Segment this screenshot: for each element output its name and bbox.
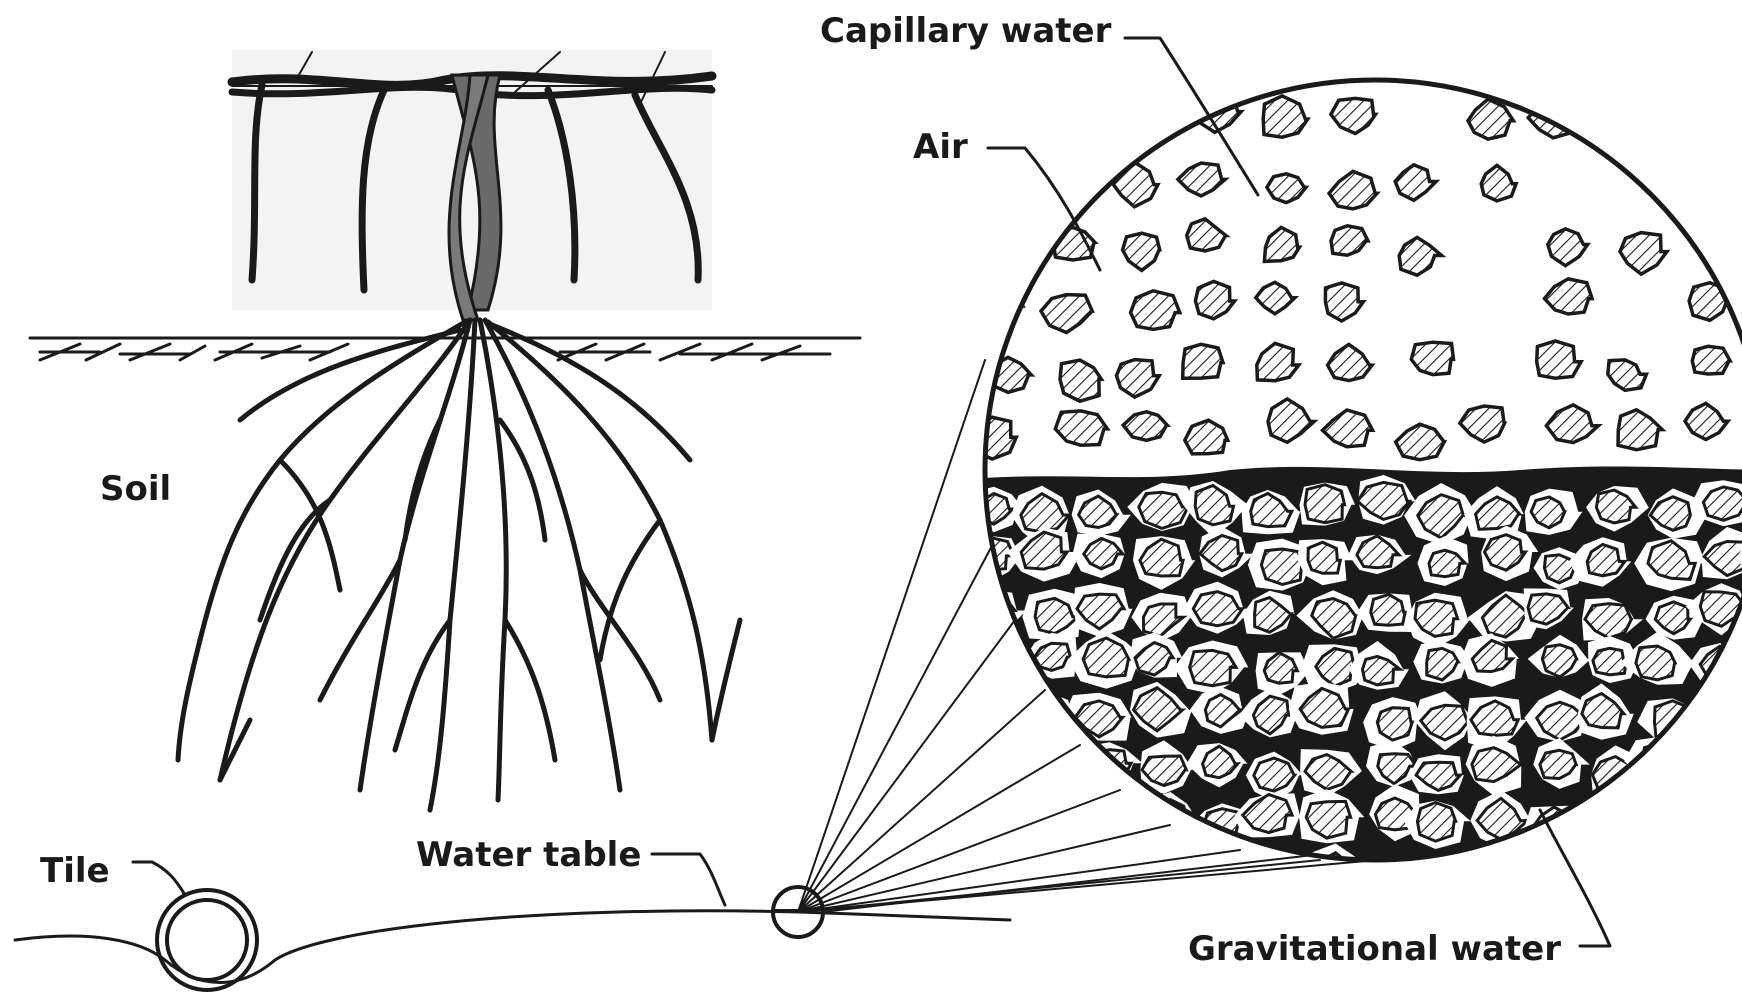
water-table-line bbox=[15, 911, 1010, 983]
water-film bbox=[965, 646, 1025, 697]
water-film bbox=[1701, 744, 1742, 797]
soil-particle bbox=[986, 173, 1029, 211]
label-water-table: Water table bbox=[416, 835, 641, 875]
soil-particle bbox=[1411, 342, 1453, 374]
soil-particle bbox=[1697, 690, 1739, 724]
water-film bbox=[1692, 686, 1742, 731]
soil-particle bbox=[1708, 753, 1742, 789]
soil-particle bbox=[1131, 291, 1180, 330]
label-air: Air bbox=[913, 127, 968, 167]
soil-particle bbox=[985, 112, 1022, 140]
water-film bbox=[1366, 857, 1420, 897]
water-film bbox=[963, 735, 1023, 788]
soil-particle bbox=[1593, 648, 1626, 675]
soil-particle bbox=[1684, 168, 1729, 205]
soil-particle bbox=[1692, 346, 1730, 374]
soil-particle bbox=[1638, 856, 1683, 891]
water-film bbox=[1704, 805, 1742, 851]
soil-particle bbox=[1305, 485, 1345, 523]
soil-particle bbox=[977, 651, 1012, 683]
soil-particle bbox=[1377, 708, 1412, 740]
soil-particle bbox=[1079, 812, 1117, 839]
water-film bbox=[964, 686, 1014, 736]
label-gravitational-water: Gravitational water bbox=[1188, 929, 1561, 969]
soil-particle bbox=[965, 417, 1016, 459]
root-system bbox=[178, 320, 740, 810]
soil-particle bbox=[1190, 650, 1237, 685]
soil-particle bbox=[979, 227, 1019, 268]
soil-particle bbox=[1417, 803, 1455, 842]
soil-particle bbox=[1375, 860, 1412, 896]
water-film bbox=[1022, 790, 1096, 845]
soil-particle bbox=[1261, 549, 1303, 584]
soil-particle bbox=[1588, 806, 1632, 838]
water-film bbox=[1580, 795, 1641, 842]
soil-particle bbox=[1477, 852, 1517, 885]
soil-particle bbox=[1703, 487, 1742, 520]
water-film bbox=[1025, 734, 1087, 789]
water-film bbox=[1647, 795, 1695, 848]
water-film bbox=[1569, 844, 1633, 899]
vine-trunk-trellis bbox=[232, 50, 712, 320]
soil-particle bbox=[968, 742, 1014, 782]
soil-particle bbox=[1703, 857, 1737, 890]
soil-particle bbox=[1537, 341, 1581, 378]
label-capillary-water: Capillary water bbox=[820, 11, 1112, 51]
soil-particle bbox=[1544, 555, 1574, 583]
soil-particle bbox=[1636, 646, 1675, 680]
soil-particle bbox=[1712, 810, 1742, 840]
soil-particle bbox=[1060, 106, 1098, 137]
soil-particle bbox=[1431, 853, 1471, 890]
water-film bbox=[1463, 843, 1531, 896]
water-film bbox=[1628, 847, 1692, 902]
water-film bbox=[1071, 797, 1125, 849]
tile-pipe bbox=[157, 890, 257, 990]
soil-particle bbox=[1183, 344, 1223, 378]
soil-particle bbox=[1308, 542, 1340, 573]
water-film bbox=[1007, 850, 1076, 901]
soil-particle bbox=[1695, 101, 1740, 144]
label-tile: Tile bbox=[40, 851, 110, 891]
water-film bbox=[1236, 851, 1298, 906]
soil-particle bbox=[1650, 805, 1688, 838]
water-film bbox=[1737, 795, 1742, 848]
soil-particle bbox=[969, 696, 1005, 724]
soil-particle bbox=[1580, 853, 1620, 886]
water-film bbox=[1120, 843, 1184, 892]
label-soil: Soil bbox=[100, 469, 171, 509]
water-film bbox=[1689, 850, 1742, 895]
magnified-soil-view bbox=[955, 80, 1742, 906]
